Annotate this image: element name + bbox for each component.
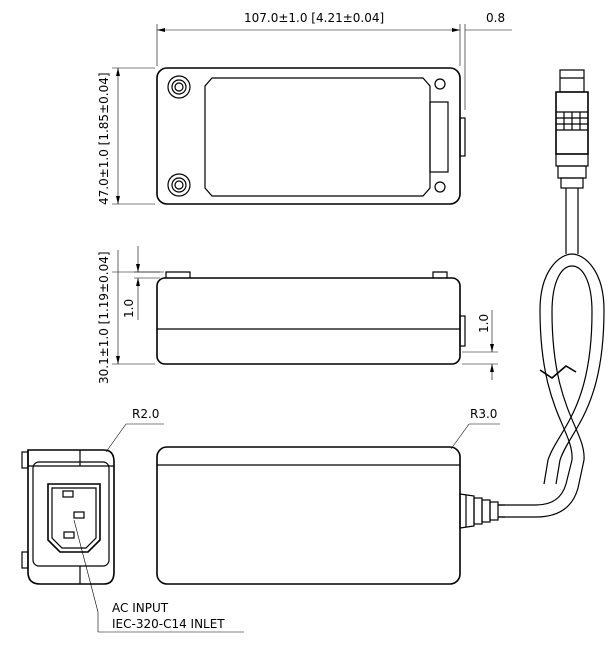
foot-bottom-dimension: 1.0: [477, 314, 491, 333]
side-view: 30.1±1.0 [1.19±0.04] 1.0 1.0: [97, 246, 498, 384]
inlet-pin-left: [62, 490, 74, 498]
top-view-cable-boss: [459, 117, 466, 157]
top-view-slot: [429, 101, 449, 173]
end-view-body: [27, 449, 115, 585]
inlet-label-line2: IEC-320-C14 INLET: [112, 617, 225, 631]
end-view-inner-frame: [32, 461, 110, 567]
side-view-body: [156, 277, 461, 365]
end-view-radius: R2.0: [132, 407, 159, 421]
height-dimension: 30.1±1.0 [1.19±0.04]: [97, 251, 111, 384]
end-view-rib-top: [27, 450, 114, 467]
bottom-screw: [167, 173, 191, 197]
inlet-label-line1: AC INPUT: [112, 601, 169, 615]
side-view-foot-left: [165, 271, 191, 278]
lip-dimension: 0.8: [486, 11, 505, 25]
top-view: 107.0±1.0 [4.21±0.04] 0.8 47.0±1.0 [1.85…: [97, 11, 512, 205]
top-screw: [167, 75, 191, 99]
side-view-foot-right: [432, 271, 448, 278]
end-view-tab-left-bottom: [21, 551, 29, 569]
side-view-cable-boss: [459, 315, 466, 347]
bottom-view: R3.0: [156, 407, 500, 585]
end-view: R2.0 AC INPUT IEC-320-C14 INLET: [21, 407, 244, 633]
top-view-label-recess: [204, 77, 431, 197]
width-dimension: 107.0±1.0 [4.21±0.04]: [244, 11, 384, 25]
dc-plug: [555, 91, 589, 155]
top-view-body: [156, 67, 461, 205]
dc-cable: [459, 69, 605, 529]
top-view-hole-top: [434, 78, 446, 90]
depth-dimension: 47.0±1.0 [1.85±0.04]: [97, 72, 111, 205]
body-radius: R3.0: [470, 407, 497, 421]
foot-top-dimension: 1.0: [122, 299, 136, 318]
bottom-view-body: [156, 446, 461, 585]
top-view-hole-bottom: [434, 181, 446, 193]
end-view-tab-left: [21, 451, 29, 469]
inlet-pin-right: [73, 511, 85, 519]
strain-relief: [459, 493, 475, 529]
inlet-pin-earth: [63, 531, 75, 539]
cable-loop: [539, 253, 605, 461]
cable-tie: [539, 365, 577, 380]
iec-c14-inlet: [47, 483, 101, 553]
